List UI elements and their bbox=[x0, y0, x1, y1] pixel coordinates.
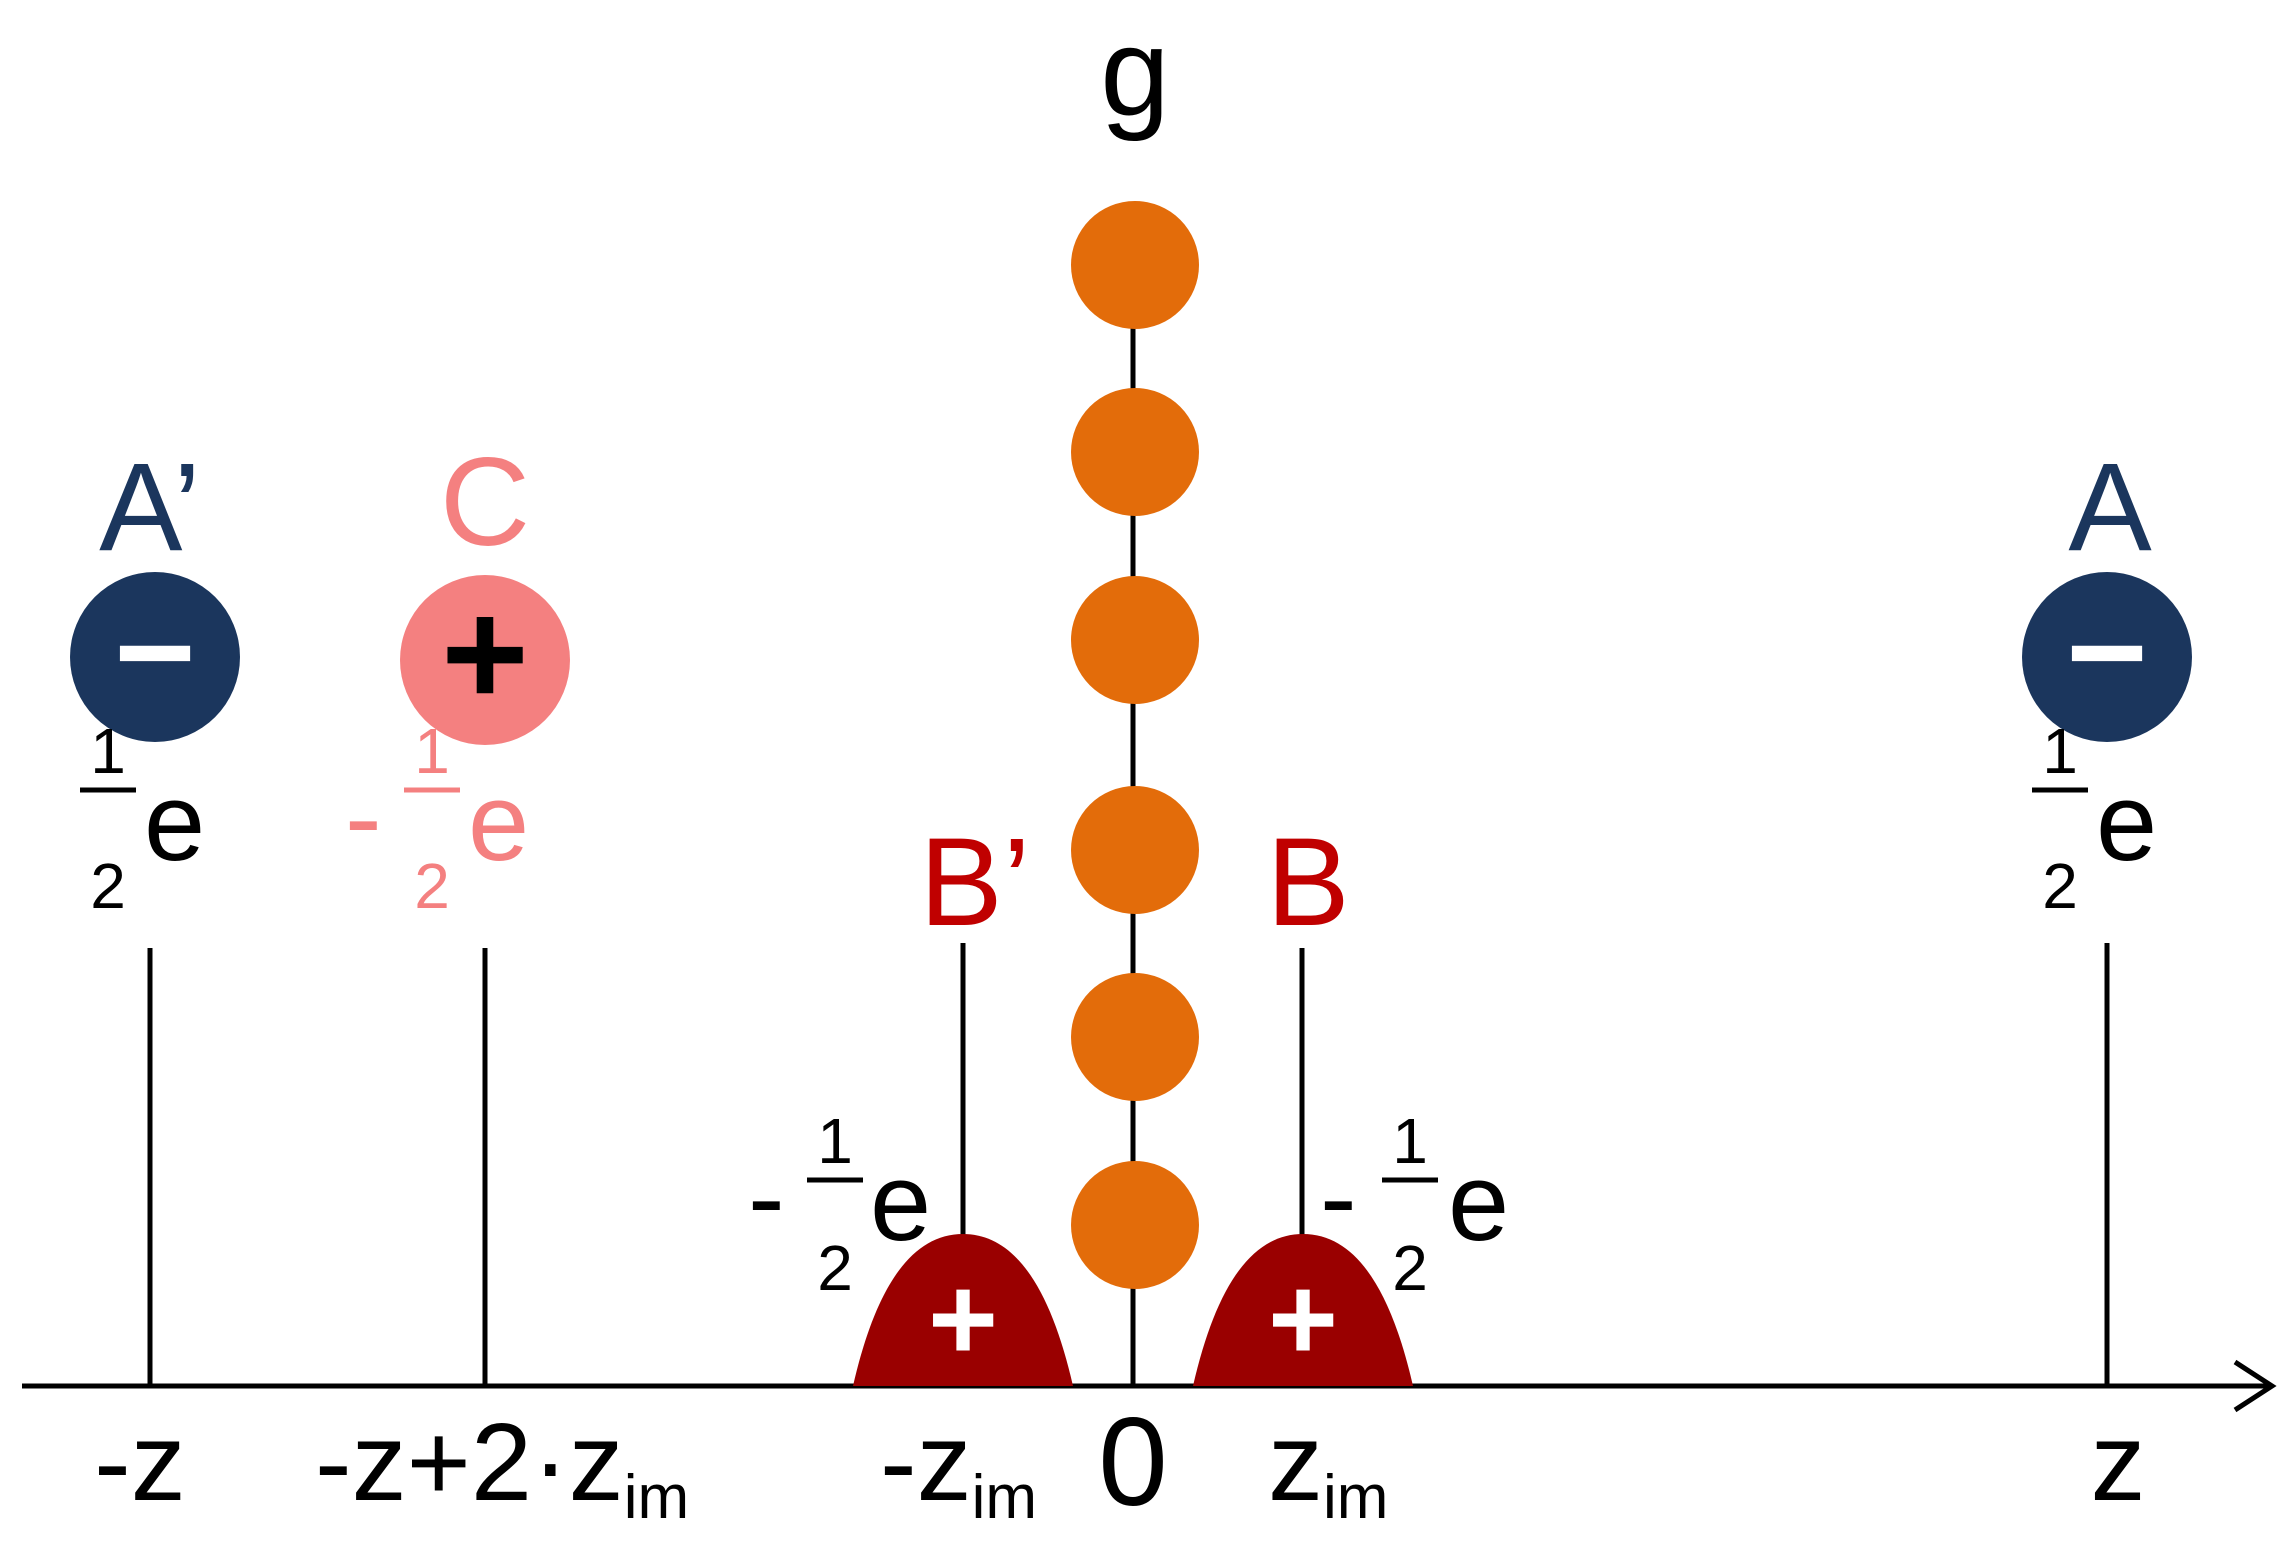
chain-bead bbox=[1071, 576, 1199, 704]
tick-neg-zim-main: -z bbox=[880, 1401, 972, 1524]
charge-a-num: 1 bbox=[2042, 715, 2078, 787]
chain-bead bbox=[1071, 973, 1199, 1101]
particle-a-sign: − bbox=[2066, 573, 2148, 730]
charge-c-prefix: - bbox=[345, 756, 382, 879]
tick-neg-zim-sub: im bbox=[972, 1463, 1037, 1532]
tick-z: z bbox=[2091, 1401, 2146, 1524]
tick-neg-z-plus-2zim-sub: im bbox=[624, 1463, 689, 1532]
bump-b-prime bbox=[853, 1234, 1073, 1386]
tick-neg-zim: -zim bbox=[880, 1401, 1037, 1532]
charge-a-den: 2 bbox=[2042, 850, 2078, 922]
charge-c-unit: e bbox=[468, 761, 529, 884]
particle-a-prime-label: A’ bbox=[99, 438, 201, 577]
particle-b-prime-label: B’ bbox=[919, 813, 1030, 952]
bump-b-sign: + bbox=[1268, 1252, 1338, 1386]
tick-neg-z-plus-2zim-main: -z+2·z bbox=[315, 1401, 624, 1524]
tick-zim-sub: im bbox=[1323, 1463, 1388, 1532]
bump-b-prime-sign: + bbox=[928, 1252, 998, 1386]
charge-a-prime-num: 1 bbox=[90, 715, 126, 787]
charge-b-prime-den: 2 bbox=[817, 1232, 853, 1304]
tick-zim-main: z bbox=[1268, 1401, 1323, 1524]
chain-bead bbox=[1071, 388, 1199, 516]
chain-beads bbox=[1071, 201, 1199, 1289]
charge-a-prime-unit: e bbox=[144, 761, 205, 884]
tick-neg-z-plus-2zim: -z+2·zim bbox=[315, 1401, 689, 1532]
charge-b-prime-unit: e bbox=[870, 1141, 931, 1264]
tick-zero: 0 bbox=[1098, 1393, 1168, 1532]
particle-a-label: A bbox=[2068, 438, 2152, 577]
chain-bead bbox=[1071, 1161, 1199, 1289]
chain-bead bbox=[1071, 786, 1199, 914]
charge-b-den: 2 bbox=[1392, 1232, 1428, 1304]
particle-a-prime bbox=[70, 572, 240, 742]
axis-arrowhead bbox=[2233, 1359, 2277, 1413]
tick-neg-z: -z bbox=[94, 1401, 186, 1524]
chain-bead bbox=[1071, 201, 1199, 329]
bump-b bbox=[1193, 1234, 1413, 1386]
tick-zim: zim bbox=[1268, 1401, 1388, 1532]
charge-b-unit: e bbox=[1448, 1141, 1509, 1264]
particle-c bbox=[400, 575, 570, 745]
particle-c-label: C bbox=[440, 433, 530, 572]
charge-b-num: 1 bbox=[1392, 1105, 1428, 1177]
chain-label: g bbox=[1100, 3, 1170, 142]
charge-c-den: 2 bbox=[414, 850, 450, 922]
charge-b-prime-num: 1 bbox=[817, 1105, 853, 1177]
particle-a-prime-sign: − bbox=[114, 573, 196, 730]
charge-c-num: 1 bbox=[414, 715, 450, 787]
charge-b-prime-prefix: - bbox=[748, 1136, 785, 1259]
particle-a bbox=[2022, 572, 2192, 742]
particle-b-label: B bbox=[1266, 813, 1349, 952]
charge-a-prime-den: 2 bbox=[90, 850, 126, 922]
particle-c-sign: + bbox=[441, 569, 529, 737]
charge-a-unit: e bbox=[2096, 761, 2157, 884]
charge-b-prefix: - bbox=[1320, 1136, 1357, 1259]
